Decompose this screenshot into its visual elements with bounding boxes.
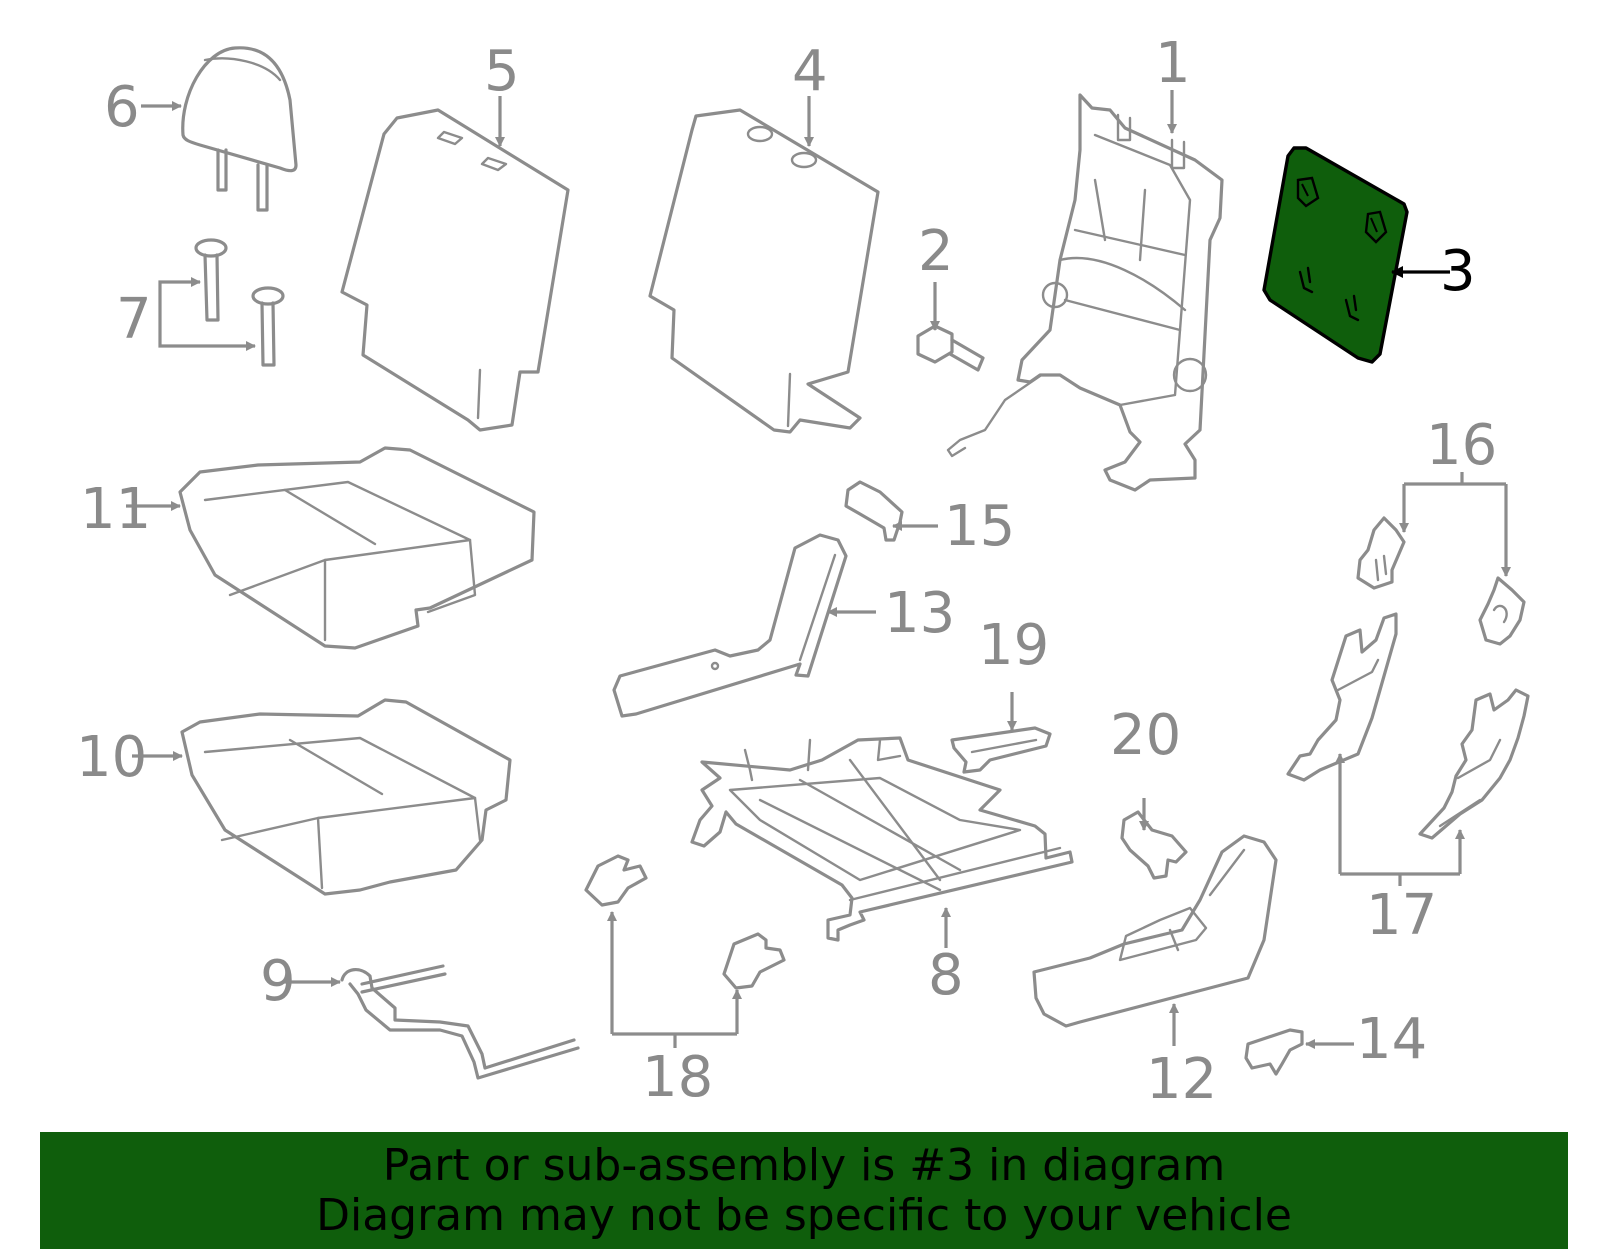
callout-11: 11 — [80, 477, 151, 542]
callout-17: 17 — [1366, 883, 1437, 948]
callout-19: 19 — [978, 613, 1049, 678]
part-12-side-shield — [1032, 834, 1278, 1028]
part-17-trim-panels — [1286, 612, 1530, 840]
callout-3: 3 — [1440, 239, 1476, 304]
banner-line-1: Part or sub-assembly is #3 in diagram — [382, 1139, 1226, 1191]
callout-8: 8 — [928, 943, 964, 1008]
callout-4: 4 — [792, 39, 828, 104]
part-13-side-shield — [612, 533, 848, 718]
callout-10: 10 — [76, 725, 147, 790]
callout-9: 9 — [260, 949, 296, 1014]
part-3-highlighted-pad — [1262, 146, 1409, 364]
part-6-headrest — [181, 46, 298, 212]
callout-20: 20 — [1110, 703, 1181, 768]
part-5-seatback-cover — [340, 108, 570, 432]
part-15-clip — [844, 480, 904, 542]
info-banner: Part or sub-assembly is #3 in diagram Di… — [40, 1132, 1568, 1249]
part-18-clips — [584, 854, 786, 990]
part-11-cushion-cover — [178, 446, 536, 650]
banner-line-2: Diagram may not be specific to your vehi… — [316, 1189, 1292, 1241]
part-19-bracket — [950, 726, 1052, 774]
part-4-seatback-pad — [648, 108, 880, 434]
part-7-bolts — [194, 238, 285, 367]
part-20-clip — [1120, 810, 1188, 880]
callout-13: 13 — [884, 581, 955, 646]
part-1-seatback-frame — [946, 93, 1224, 492]
part-10-cushion-pad — [180, 698, 512, 896]
callout-15: 15 — [944, 494, 1015, 559]
callout-7: 7 — [116, 287, 152, 352]
callout-14: 14 — [1356, 1007, 1427, 1072]
callout-5: 5 — [484, 39, 520, 104]
part-8-seat-track — [690, 736, 1074, 942]
callout-18: 18 — [642, 1045, 713, 1110]
callout-1: 1 — [1155, 31, 1191, 96]
part-2-bolt — [916, 324, 985, 372]
leader-lines — [126, 90, 1511, 1049]
callout-12: 12 — [1146, 1047, 1217, 1112]
callout-6: 6 — [104, 75, 140, 140]
part-9-rod — [340, 964, 580, 1080]
callout-16: 16 — [1426, 413, 1497, 478]
part-16-trim-clips — [1356, 516, 1526, 646]
callout-2: 2 — [918, 219, 954, 284]
callout-numbers: 6 7 5 4 1 2 3 11 15 13 19 10 20 16 17 8 … — [76, 31, 1497, 1112]
part-14-cap — [1244, 1028, 1304, 1076]
